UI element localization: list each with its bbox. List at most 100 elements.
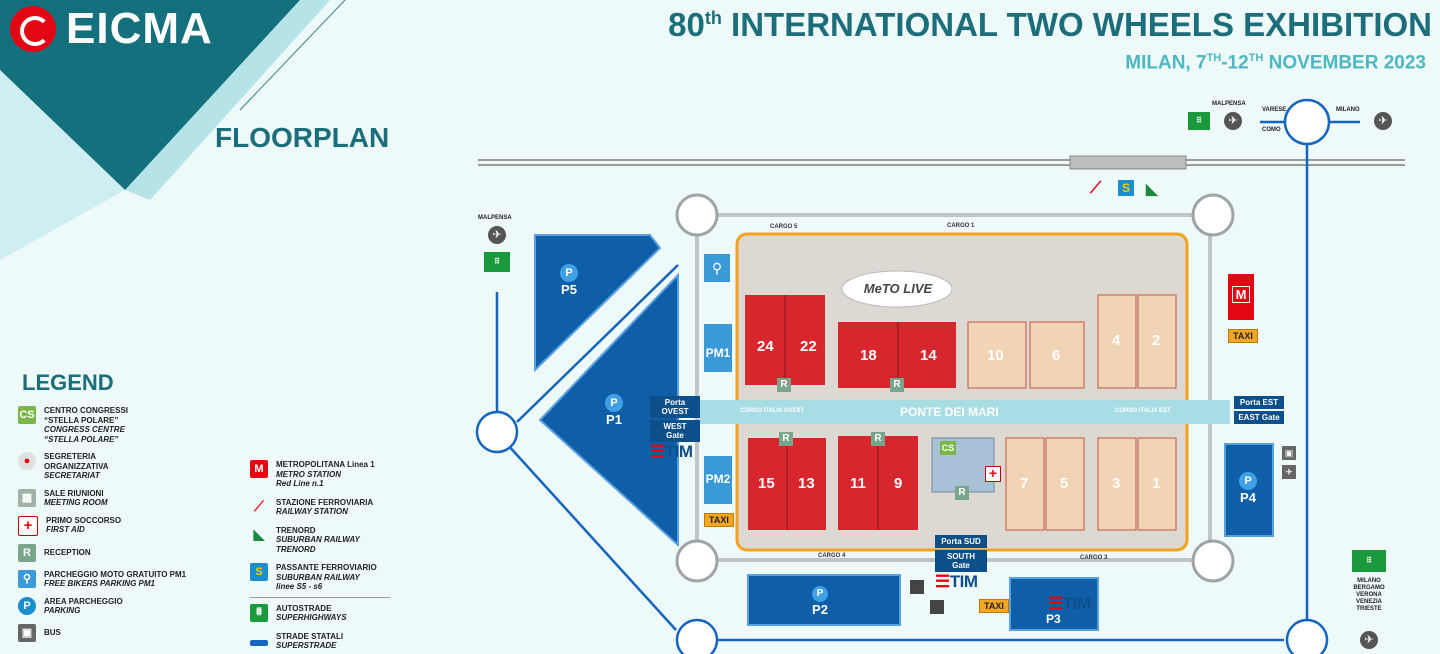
hall-label-7: 7: [1020, 475, 1029, 492]
destinations-right: MILANO BERGAMO VERONA VENEZIA TRIESTE: [1353, 578, 1385, 612]
logo-text: EICMA: [66, 4, 213, 53]
hall-4[interactable]: [1097, 294, 1137, 389]
taxi-stand[interactable]: TAXI: [704, 513, 734, 527]
hall-label-11: 11: [850, 475, 866, 492]
reception-icon[interactable]: R: [777, 378, 791, 392]
suburban-railway-icon: S: [250, 563, 268, 581]
corner-decoration: [0, 0, 346, 260]
west-gate[interactable]: Porta OVEST WEST Gate ☰TIM: [650, 396, 700, 462]
congress-centre-icon: CS: [18, 406, 36, 424]
taxi-stand[interactable]: TAXI: [979, 599, 1009, 613]
reception-icon[interactable]: R: [779, 432, 793, 446]
east-gate-label-en: EAST Gate: [1234, 411, 1284, 424]
pm2-box[interactable]: PM2: [704, 456, 732, 504]
hall-label-22: 22: [800, 338, 817, 355]
hall-5[interactable]: [1045, 437, 1085, 531]
hall-label-4: 4: [1112, 332, 1121, 349]
cargo-1-label: CARGO 1: [947, 223, 975, 229]
exhibition-title: 80th INTERNATIONAL TWO WHEELS EXHIBITION: [668, 6, 1432, 43]
hall-label-24: 24: [757, 338, 774, 355]
cargo-3-label: CARGO 3: [1080, 555, 1108, 561]
hall-2[interactable]: [1137, 294, 1177, 389]
hall-6[interactable]: [1029, 321, 1085, 389]
airport-icon: ✈: [488, 226, 506, 244]
hall-18-14[interactable]: [838, 322, 956, 388]
first-aid-icon: +: [18, 515, 38, 536]
legend-item-bus: ▣ BUS: [18, 623, 238, 642]
halls-top-beige: [967, 294, 1177, 389]
legend-col1: CS CENTRO CONGRESSI“STELLA POLARE”CONGRE…: [18, 406, 238, 642]
halls-bottom-red: [748, 436, 918, 530]
ponte-dei-mari: [700, 400, 1230, 424]
congress-centre-icon[interactable]: CS: [940, 441, 956, 455]
tim-logo: ☰TIM: [1048, 594, 1091, 613]
bike-parking-icon[interactable]: ⚲: [704, 254, 730, 282]
hall-label-18: 18: [860, 347, 877, 364]
hall-label-9: 9: [894, 475, 903, 492]
tim-logo: ☰TIM: [650, 442, 693, 461]
west-gate-label-it: Porta OVEST: [650, 396, 700, 418]
hall-label-1: 1: [1152, 475, 1161, 492]
railway-icon: ⟋: [1090, 180, 1102, 197]
parking-p3-label: P3: [1046, 612, 1061, 626]
bus-icon: ▣: [18, 623, 36, 642]
reception-icon[interactable]: R: [871, 432, 885, 446]
reception-icon[interactable]: R: [955, 486, 969, 500]
state-road-icon: [250, 639, 268, 646]
hall-7[interactable]: [1005, 437, 1045, 531]
highway-icon: ⩩: [1188, 112, 1210, 130]
pm1-box[interactable]: PM1: [704, 324, 732, 372]
reception-icon[interactable]: R: [890, 378, 904, 392]
airport-icon: ✈: [1374, 112, 1392, 130]
east-gate[interactable]: Porta EST EAST Gate: [1234, 396, 1284, 424]
parking-p4[interactable]: [1224, 443, 1274, 537]
halls-bottom-beige: [1005, 437, 1177, 531]
cargo-4-label: CARGO 4: [818, 553, 846, 559]
legend-divider: [250, 596, 390, 598]
eicma-logo-icon: [10, 6, 56, 52]
hall-label-10: 10: [987, 347, 1004, 364]
taxi-stand[interactable]: TAXI: [1228, 329, 1258, 343]
tim-logo: ☰TIM: [935, 572, 978, 591]
south-gate[interactable]: Porta SUD SOUTH Gate ☰TIM: [935, 535, 987, 592]
meeting-room-icon: ▦: [18, 488, 36, 507]
parking-p3[interactable]: [1009, 577, 1099, 631]
ponte-dei-mari-label: PONTE DEI MARI: [900, 405, 999, 419]
hall-label-13: 13: [798, 475, 815, 492]
hall-label-15: 15: [758, 475, 775, 492]
secretariat-icon: ●: [18, 452, 36, 470]
hall-label-14: 14: [920, 347, 937, 364]
halls-top-red: [745, 295, 956, 388]
hall-label-6: 6: [1052, 347, 1061, 364]
road-network: [475, 98, 1360, 654]
first-aid-icon[interactable]: +: [985, 466, 1001, 482]
highway-icon: ⩩: [484, 252, 510, 272]
floorplan-heading: FLOORPLAN: [215, 122, 390, 153]
metro-icon[interactable]: M: [1228, 274, 1254, 320]
metolive-area[interactable]: [841, 270, 953, 308]
south-gate-label-en: SOUTH Gate: [935, 550, 987, 572]
varese-label: VARESE: [1262, 107, 1287, 113]
hall-label-2: 2: [1152, 332, 1161, 349]
airport-icon: ✈: [1282, 465, 1296, 479]
eicma-logo[interactable]: EICMA: [10, 4, 213, 54]
cargo-5-label: CARGO 5: [770, 224, 798, 230]
hall-3[interactable]: [1097, 437, 1137, 531]
hall-1[interactable]: [1137, 437, 1177, 531]
hall-label-5: 5: [1060, 475, 1069, 492]
hall-10[interactable]: [967, 321, 1027, 389]
hall-label-3: 3: [1112, 475, 1121, 492]
malpensa-label-left: MALPENSA: [478, 215, 512, 221]
malpensa-label-top: MALPENSA: [1212, 101, 1246, 107]
corso-italia-ovest-label: CORSO ITALIA OVEST: [740, 408, 805, 414]
